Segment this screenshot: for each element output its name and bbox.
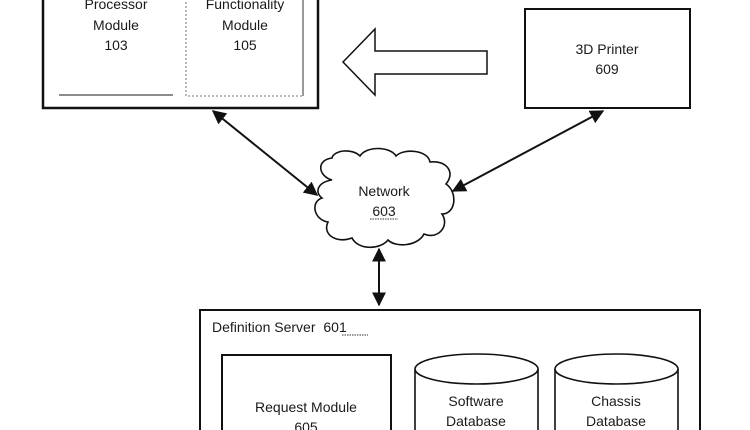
chassis-database-line-1: Chassis <box>591 393 641 409</box>
device-box-border <box>41 0 320 110</box>
block-arrow-left-icon <box>341 27 488 97</box>
processor-module-line-2: Module <box>93 17 139 33</box>
printer-ref: 609 <box>595 61 619 77</box>
device-network-connector <box>211 110 319 196</box>
chassis-database-top <box>554 353 679 385</box>
database-icon <box>414 369 539 430</box>
processor-module-line-1: Processor <box>84 0 147 12</box>
printer-box-border <box>524 8 691 109</box>
processor-module-ref: 103 <box>104 37 128 53</box>
printer-box: 3D Printer 609 <box>524 8 691 109</box>
chassis-database: Chassis Database <box>554 353 679 430</box>
printer-network-connector <box>451 110 605 192</box>
functionality-module: Functionality Module 105 <box>206 0 285 53</box>
database-icon <box>554 369 679 430</box>
definition-server-label: Definition Server <box>212 319 316 335</box>
printer-label: 3D Printer <box>575 41 638 57</box>
request-module: Request Module 605 <box>221 354 392 430</box>
functionality-module-ref: 105 <box>233 37 257 53</box>
definition-server-ref: 601 <box>323 319 347 335</box>
functionality-module-line-2: Module <box>222 17 268 33</box>
functionality-module-line-1: Functionality <box>206 0 285 12</box>
device-box: Processor Module 103 Functionality Modul… <box>41 0 320 110</box>
software-database-line-2: Database <box>446 413 506 429</box>
software-database: Software Database <box>414 353 539 430</box>
chassis-database-line-2: Database <box>586 413 646 429</box>
processor-module: Processor Module 103 <box>84 0 147 53</box>
software-database-line-1: Software <box>448 393 503 409</box>
request-module-border <box>221 354 392 430</box>
cloud-icon <box>314 147 455 249</box>
network-cloud: Network 603 <box>314 147 455 249</box>
request-module-ref: 605 <box>294 419 318 430</box>
network-ref: 603 <box>372 203 396 219</box>
request-module-label: Request Module <box>255 399 357 415</box>
software-database-top <box>414 353 539 385</box>
definition-server-box: Definition Server 601 Request Module 605… <box>199 309 701 430</box>
definition-server-title: Definition Server 601 <box>212 319 347 335</box>
network-label: Network <box>358 183 410 199</box>
